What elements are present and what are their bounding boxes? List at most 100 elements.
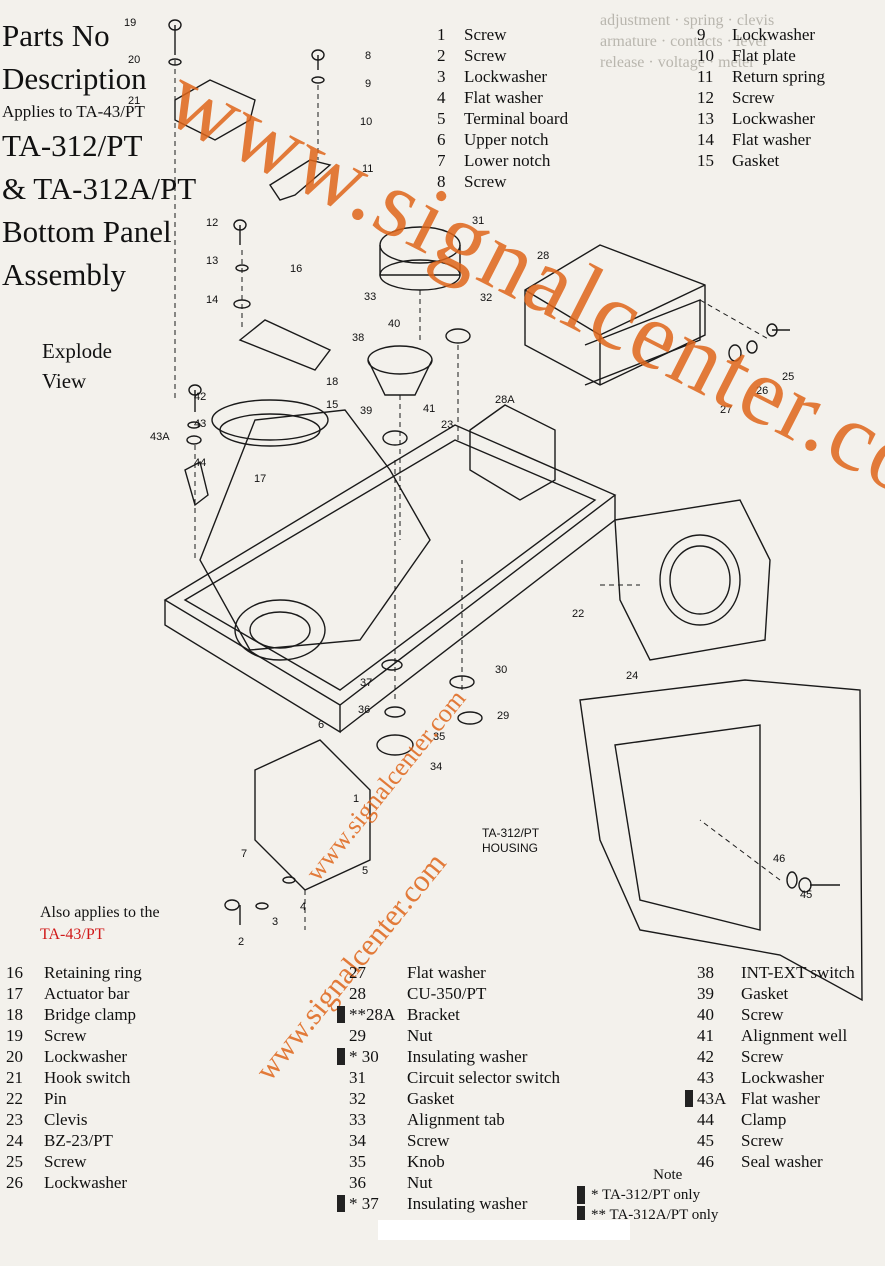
- marker-gap: [685, 1025, 697, 1046]
- title-line-2: Description: [2, 61, 147, 96]
- also-applies-text: Also applies to the: [40, 904, 160, 921]
- callout-labels: 19 20 21 8 9 10 11 12 13 14 16 31 33 32 …: [124, 17, 812, 948]
- legend-part-number: 21: [6, 1068, 23, 1087]
- callout-28a: 28A: [495, 394, 515, 406]
- marker-gap: [685, 1046, 697, 1067]
- bridge-clamp: [238, 319, 332, 371]
- marker-gap: [337, 1172, 349, 1193]
- legend-part-number: 38: [697, 963, 714, 982]
- legend-part-label: BZ-23/PT: [44, 1131, 113, 1150]
- legend-part-label: INT-EXT switch: [741, 963, 855, 982]
- also-applies-note: Also applies to the TA-43/PT: [40, 902, 160, 946]
- callout-37: 37: [360, 677, 372, 689]
- callout-7: 7: [241, 848, 247, 860]
- legend-part-number: 19: [6, 1026, 23, 1045]
- callout-31: 31: [472, 215, 484, 227]
- legend-part-label: Insulating washer: [407, 1047, 528, 1066]
- legend-part-label: Lockwasher: [464, 67, 548, 86]
- legend-part-number: 15: [697, 151, 714, 170]
- marker-gap: [337, 1067, 349, 1088]
- callout-15: 15: [326, 399, 338, 411]
- nut-29: [457, 711, 483, 725]
- callout-9: 9: [365, 78, 371, 90]
- bracket: [469, 404, 556, 501]
- explode-line-2: View: [42, 369, 87, 393]
- legend-part-number: 26: [6, 1173, 23, 1192]
- explode-view-label: Explode View: [42, 336, 112, 396]
- legend-part-label: Flat plate: [732, 46, 796, 65]
- legend-part-label: Actuator bar: [44, 984, 130, 1003]
- legend-part-label: Screw: [732, 88, 775, 107]
- legend-part-label: Flat washer: [741, 1089, 820, 1108]
- legend-part-number: 6: [437, 130, 446, 149]
- marker-gap: [685, 983, 697, 1004]
- terminal-board: [254, 739, 371, 891]
- callout-42: 42: [194, 391, 206, 403]
- marker-gap: [337, 1025, 349, 1046]
- legend-part-number: 32: [349, 1089, 366, 1108]
- legend-part-number: 17: [6, 984, 23, 1003]
- explode-line-1: Explode: [42, 339, 112, 363]
- legend-row: 17 Actuator bar: [6, 983, 142, 1004]
- callout-33: 33: [364, 291, 376, 303]
- legend-part-number: 14: [697, 130, 714, 149]
- legend-part-label: Lockwasher: [732, 25, 816, 44]
- title-line-3: TA-312/PT: [2, 128, 143, 163]
- large-gasket: [211, 399, 329, 441]
- legend-part-label: Gasket: [407, 1089, 455, 1108]
- callout-28: 28: [537, 250, 549, 262]
- callout-20: 20: [128, 54, 140, 66]
- gasket-32: [445, 328, 471, 344]
- legend-part-label: Hook switch: [44, 1068, 131, 1087]
- callout-41: 41: [423, 403, 435, 415]
- legend-part-label: Flat washer: [732, 130, 811, 149]
- callout-27: 27: [720, 404, 732, 416]
- legend-row: 24 BZ-23/PT: [6, 1130, 142, 1151]
- legend-part-number: 8: [437, 172, 446, 191]
- callout-45: 45: [800, 889, 812, 901]
- callout-18: 18: [326, 376, 338, 388]
- legend-part-number: 20: [6, 1047, 23, 1066]
- marker-gap: [337, 1088, 349, 1109]
- legend-part-label: Alignment tab: [407, 1110, 505, 1129]
- callout-23: 23: [441, 419, 453, 431]
- marker-gap: [337, 962, 349, 983]
- legend-part-number: 22: [6, 1089, 23, 1108]
- legend-row: * 30 Insulating washer: [337, 1046, 560, 1067]
- legend-part-number: 5: [437, 109, 446, 128]
- callout-35: 35: [433, 731, 445, 743]
- legend-part-number: 11: [697, 67, 714, 86]
- legend-part-label: Lower notch: [464, 151, 551, 170]
- legend-part-label: Screw: [741, 1131, 784, 1150]
- knob: [376, 734, 414, 756]
- int-ext-switch: [367, 345, 433, 375]
- note-head: Note: [653, 1167, 683, 1183]
- marker-bar-icon: [685, 1090, 693, 1107]
- housing-label-line1: TA-312/PT: [482, 826, 540, 840]
- legend-part-number: * 30: [349, 1047, 379, 1066]
- callout-1: 1: [353, 793, 359, 805]
- legend-part-number: 4: [437, 88, 446, 107]
- hook-switch: [174, 79, 256, 141]
- return-spring: [269, 159, 332, 201]
- marker-gap: [685, 1067, 697, 1088]
- legend-part-number: 12: [697, 88, 714, 107]
- legend-part-label: Terminal board: [464, 109, 569, 128]
- legend-part-number: 24: [6, 1131, 23, 1150]
